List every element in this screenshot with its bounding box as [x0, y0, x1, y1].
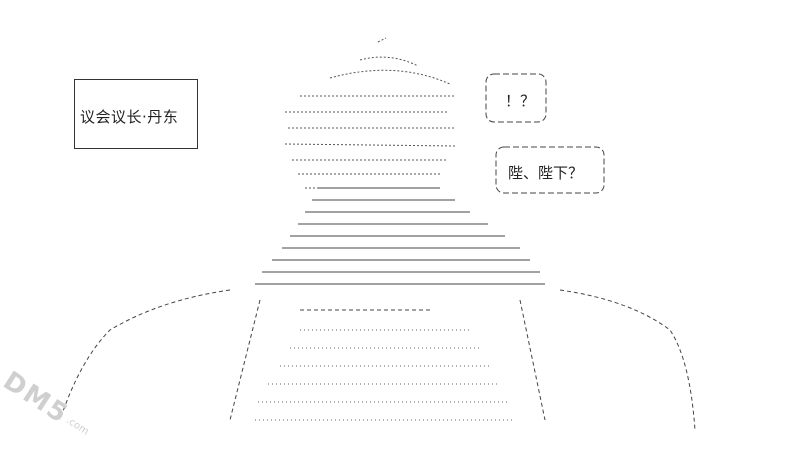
figure-head	[284, 37, 456, 189]
figure-body-outline	[59, 289, 696, 431]
caption-box	[74, 79, 198, 149]
bubble-bottom-text: 陛、陛下？	[508, 164, 584, 182]
caption-name: 议会议长·丹东	[80, 108, 179, 126]
figure-shirt	[255, 329, 512, 421]
figure-beard	[255, 187, 545, 285]
bubble-bottom-outline	[495, 146, 605, 194]
bubble-top-text: ！？	[505, 92, 536, 110]
bubble-top-outline	[485, 73, 547, 123]
